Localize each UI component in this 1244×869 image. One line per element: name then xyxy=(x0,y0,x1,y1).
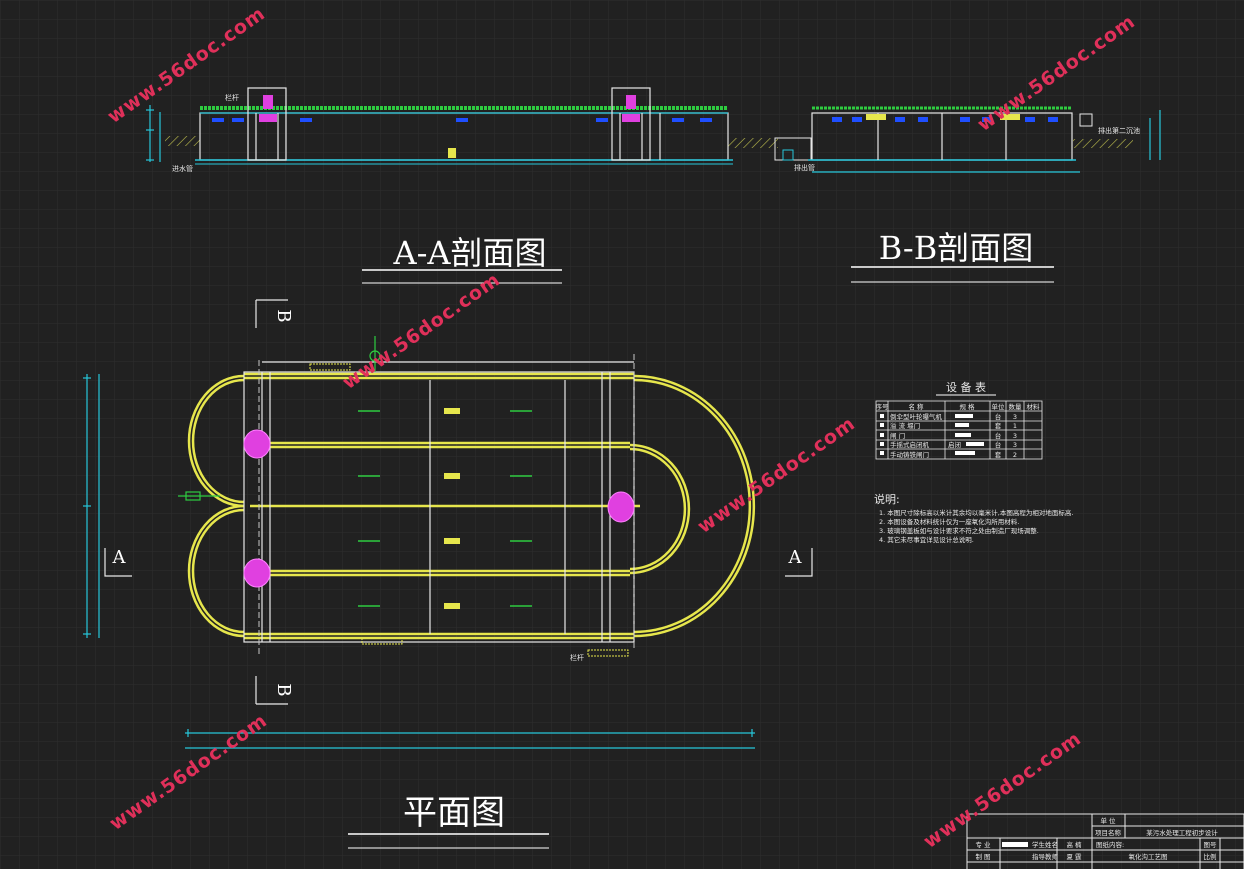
equipment-header-no: 序号 xyxy=(876,402,890,411)
note-item: 3. 玻璃钢盖板如与设计要求不符之处由制造厂现场调整. xyxy=(879,526,1039,535)
title-block-content-label: 图纸内容: xyxy=(1096,840,1124,849)
title-block-sheet-label: 图号 xyxy=(1204,841,1218,849)
section-marker-b-top: B xyxy=(273,309,294,322)
equipment-header-qty: 数量 xyxy=(1009,402,1023,411)
title-block-student-name: 高 楠 xyxy=(1066,840,1082,849)
aa-rail-label: 栏杆 xyxy=(225,93,239,102)
equipment-header-unit: 单位 xyxy=(992,402,1006,411)
plan-title: 平面图 xyxy=(403,793,505,833)
title-block-drawing-name: 氧化沟工艺图 xyxy=(1129,852,1168,861)
equipment-row-unit: 台 xyxy=(995,440,1002,449)
section-marker-b-bottom: B xyxy=(273,683,294,696)
title-block-drawn-label: 制 图 xyxy=(975,852,990,861)
equipment-row-unit: 台 xyxy=(995,412,1002,421)
equipment-row-spec: 启闭 xyxy=(948,440,961,449)
bb-clarifier-label: 排出第二沉池 xyxy=(1098,126,1140,135)
aa-section-drawing: 栏杆 进水管 xyxy=(146,87,778,173)
title-block-advisor-name: 夏 霆 xyxy=(1066,853,1082,861)
title-block-student-label: 学生姓名 xyxy=(1032,840,1058,849)
equipment-row-name: 溢 流 堰门 xyxy=(890,421,920,430)
aa-inlet-label: 进水管 xyxy=(172,164,193,173)
title-block: 单 位 项目名称 某污水处理工程初步设计 图纸内容: 氧化沟工艺图 专 业 制 … xyxy=(966,813,1244,869)
equipment-row-qty: 1 xyxy=(1013,422,1017,430)
equipment-header-name: 名 称 xyxy=(908,402,924,411)
equipment-row-name: 倒伞型叶轮曝气机 xyxy=(890,412,943,421)
equipment-row-unit: 套 xyxy=(995,421,1002,430)
equipment-row-name: 手摇式启闭机 xyxy=(890,440,930,449)
title-block-project-name: 某污水处理工程初步设计 xyxy=(1146,828,1218,837)
equipment-row-name: 手动铸铁闸门 xyxy=(890,450,929,459)
aa-section-title: A-A剖面图 xyxy=(392,234,546,272)
equipment-row-qty: 3 xyxy=(1013,413,1017,421)
note-item: 4. 其它未尽事宜详见设计总说明. xyxy=(879,535,974,544)
title-block-major-label: 专 业 xyxy=(975,840,991,849)
equipment-row-unit: 套 xyxy=(995,450,1002,459)
equipment-row-name: 闸 门 xyxy=(890,431,905,440)
notes-heading: 说明: xyxy=(874,492,900,506)
equipment-table-title: 设 备 表 xyxy=(946,380,986,394)
equipment-table: 设 备 表 序号 名 称 规 格 单位 数量 材料 倒伞型叶轮曝气机 台 3 溢 xyxy=(876,380,1043,460)
equipment-row-qty: 2 xyxy=(1013,451,1017,459)
note-item: 1. 本图尺寸除标高以米计其余均以毫米计,本图高程为相对地面标高. xyxy=(879,508,1073,517)
title-block-unit-label: 单 位 xyxy=(1100,816,1116,825)
equipment-row-qty: 3 xyxy=(1013,441,1017,449)
note-item: 2. 本图设备及材料统计仅为一座氧化沟所用材料. xyxy=(879,517,1019,526)
title-block-advisor-label: 指导教师 xyxy=(1032,852,1059,861)
equipment-header-material: 材料 xyxy=(1027,402,1041,411)
bb-outlet-label: 排出管 xyxy=(794,163,815,172)
bb-section-drawing: 排出管 排出第二沉池 xyxy=(774,106,1161,173)
plan-view-drawing: 栏杆 B B A A xyxy=(83,299,813,749)
design-notes: 说明: 1. 本图尺寸除标高以米计其余均以毫米计,本图高程为相对地面标高. 2.… xyxy=(874,492,1073,544)
section-marker-a-right: A xyxy=(788,547,803,568)
section-marker-a-left: A xyxy=(112,547,127,568)
plan-rail-label: 栏杆 xyxy=(570,653,584,662)
title-block-scale-label: 比例 xyxy=(1204,852,1217,861)
equipment-header-spec: 规 格 xyxy=(959,402,975,411)
equipment-row-unit: 台 xyxy=(995,431,1002,440)
equipment-row-qty: 3 xyxy=(1013,432,1017,440)
title-block-project-label: 项目名称 xyxy=(1095,828,1122,837)
bb-section-title: B-B剖面图 xyxy=(879,229,1033,267)
